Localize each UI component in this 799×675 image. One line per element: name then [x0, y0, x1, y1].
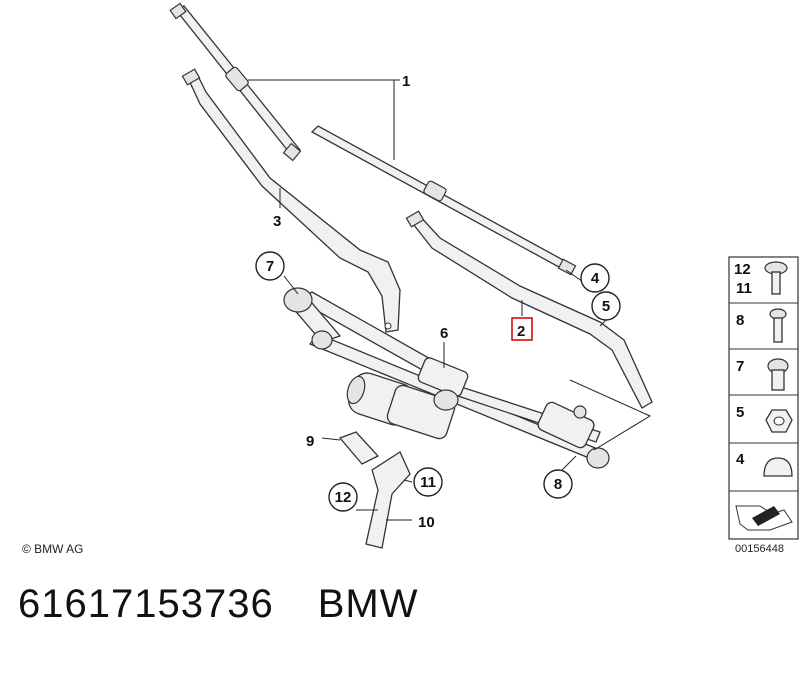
callout-circle-5 [591, 291, 621, 321]
side-label-8: 8 [736, 312, 744, 329]
callout-12: 12 [335, 489, 352, 506]
arrow-icon [735, 505, 793, 531]
screw-icon-12 [764, 261, 788, 295]
nut-icon-5 [765, 409, 793, 433]
callout-circle-7 [255, 251, 285, 281]
cap-icon-4 [763, 457, 793, 477]
wiper-linkage-assembly[interactable] [283, 287, 652, 469]
callout-circle-4 [580, 263, 610, 293]
clip-part-9[interactable] [338, 431, 380, 465]
screw-icon-8 [769, 308, 787, 343]
highlight-box [511, 317, 533, 341]
side-label-5: 5 [736, 404, 744, 421]
bracket-part-10[interactable] [365, 451, 411, 549]
callout-4: 4 [591, 270, 600, 287]
callout-circle-12 [328, 482, 358, 512]
callout-6: 6 [440, 325, 448, 342]
callout-10: 10 [418, 514, 435, 531]
callout-3: 3 [273, 213, 281, 230]
wiper-blade-right[interactable] [310, 125, 577, 276]
callout-5: 5 [602, 298, 610, 315]
callout-7: 7 [266, 258, 274, 275]
callout-circle-11 [413, 467, 443, 497]
diagram-number: 00156448 [735, 543, 784, 555]
bolt-icon-7 [767, 358, 789, 391]
callout-1: 1 [402, 73, 410, 90]
callout-circle-8 [543, 469, 573, 499]
part-number: 61617153736 [18, 582, 274, 626]
brand-name: BMW [317, 582, 419, 626]
copyright: © BMW AG [22, 542, 84, 556]
callout-11: 11 [420, 474, 436, 491]
callout-8: 8 [554, 476, 562, 493]
side-label-12: 12 [734, 261, 751, 278]
side-label-4: 4 [736, 451, 745, 468]
caption: 61617153736 BMW [18, 582, 418, 627]
wiper-blade-left[interactable] [169, 2, 302, 162]
wiper-arm-right[interactable] [405, 210, 653, 409]
callout-9: 9 [306, 433, 314, 450]
side-label-11: 11 [736, 280, 752, 297]
callout-2: 2 [517, 323, 525, 340]
wiper-arm-left[interactable] [181, 68, 401, 333]
side-panel [728, 256, 799, 540]
side-label-7: 7 [736, 358, 744, 375]
